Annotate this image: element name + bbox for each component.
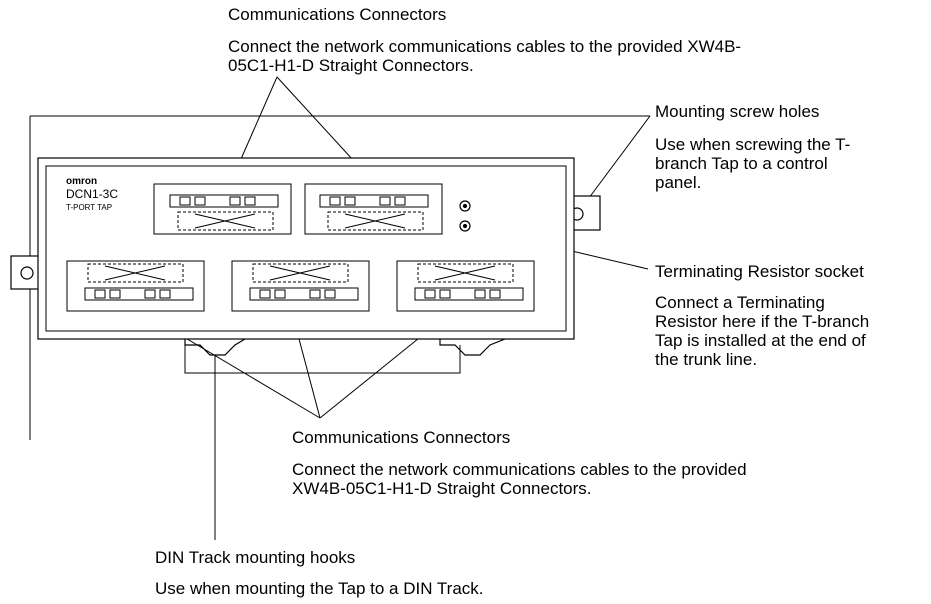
terminating-resistor-title: Terminating Resistor socket xyxy=(655,262,864,281)
right-mounting-ear xyxy=(569,195,601,231)
din-hooks-description: Use when mounting the Tap to a DIN Track… xyxy=(155,579,484,598)
left-mounting-ear xyxy=(10,255,42,290)
comm-top-description: Connect the network communications cable… xyxy=(228,37,742,75)
connector-top-1 xyxy=(153,183,292,235)
din-hooks-title: DIN Track mounting hooks xyxy=(155,548,356,567)
device-model: DCN1-3C xyxy=(66,187,118,201)
din-hook-right xyxy=(439,338,506,356)
comm-top-title: Communications Connectors xyxy=(228,5,447,24)
device-brand: omron xyxy=(66,176,97,187)
din-hook-left xyxy=(184,338,246,356)
mounting-screw-title: Mounting screw holes xyxy=(655,102,820,121)
device-subtitle: T-PORT TAP xyxy=(66,203,112,212)
terminating-resistor-socket xyxy=(459,200,471,232)
terminating-resistor-description: Connect a Terminating Resistor here if t… xyxy=(655,293,870,369)
connector-bottom-2 xyxy=(231,260,370,312)
comm-bottom-description: Connect the network communications cable… xyxy=(292,460,747,498)
connector-bottom-3 xyxy=(396,260,535,312)
connector-top-2 xyxy=(304,183,443,235)
comm-bottom-title: Communications Connectors xyxy=(292,428,511,447)
connector-bottom-1 xyxy=(66,260,205,312)
mounting-screw-description: Use when screwing the T- branch Tap to a… xyxy=(655,135,851,192)
